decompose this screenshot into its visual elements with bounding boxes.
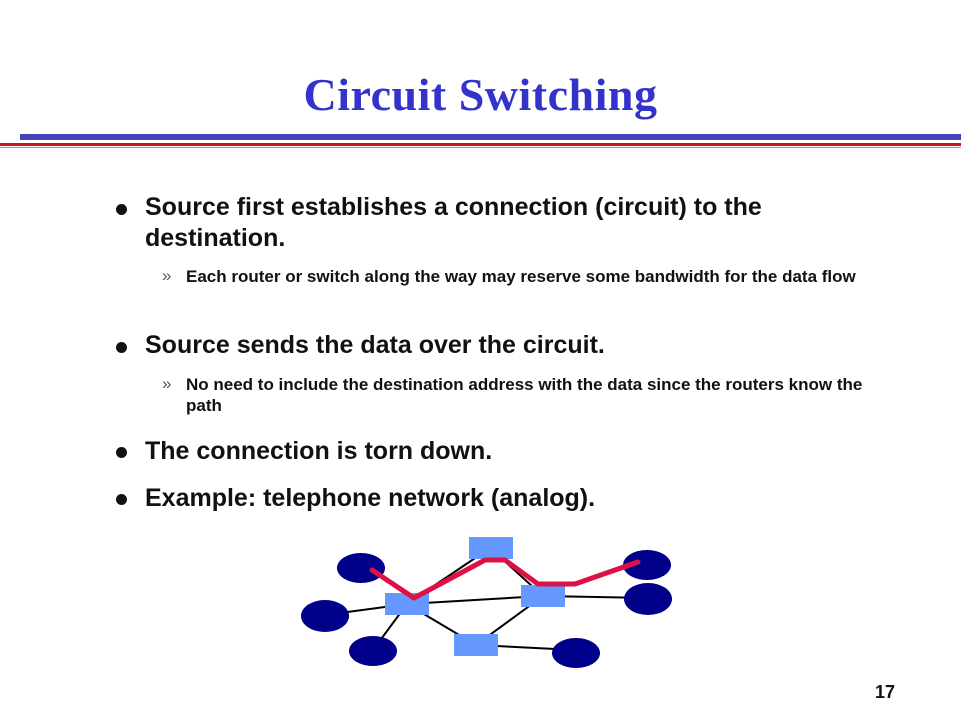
network-hosts — [301, 550, 672, 668]
host-node — [301, 600, 349, 632]
bullet-3-text: The connection is torn down. — [145, 437, 493, 465]
sub-bullet-marker: » — [162, 266, 172, 285]
bullet-marker — [116, 494, 127, 505]
host-node — [349, 636, 397, 666]
bullet-marker — [116, 204, 127, 215]
bullet-marker — [116, 342, 127, 353]
page-number: 17 — [874, 682, 895, 702]
title-divider-red — [0, 143, 961, 146]
title-divider-blue — [20, 134, 961, 140]
sub-bullet-1-text: Each router or switch along the way may … — [186, 267, 856, 286]
network-link — [406, 595, 544, 605]
bullet-marker — [116, 447, 127, 458]
sub-bullet-2-text: No need to include the destination addre… — [186, 375, 863, 415]
host-node — [624, 583, 672, 615]
title-divider-thin — [0, 147, 961, 148]
bullet-4-text: Example: telephone network (analog). — [145, 484, 596, 512]
switch-node — [454, 634, 498, 656]
switch-node — [521, 585, 565, 607]
bullet-2-text: Source sends the data over the circuit. — [145, 331, 605, 359]
slide-title: Circuit Switching — [303, 69, 658, 120]
switch-node — [469, 537, 513, 559]
circuit-path — [369, 557, 641, 601]
sub-bullet-marker: » — [162, 374, 172, 393]
host-node — [337, 553, 385, 583]
host-node — [552, 638, 600, 668]
bullet-1-text: Source first establishes a connection (c… — [145, 193, 762, 252]
host-node — [623, 550, 671, 580]
